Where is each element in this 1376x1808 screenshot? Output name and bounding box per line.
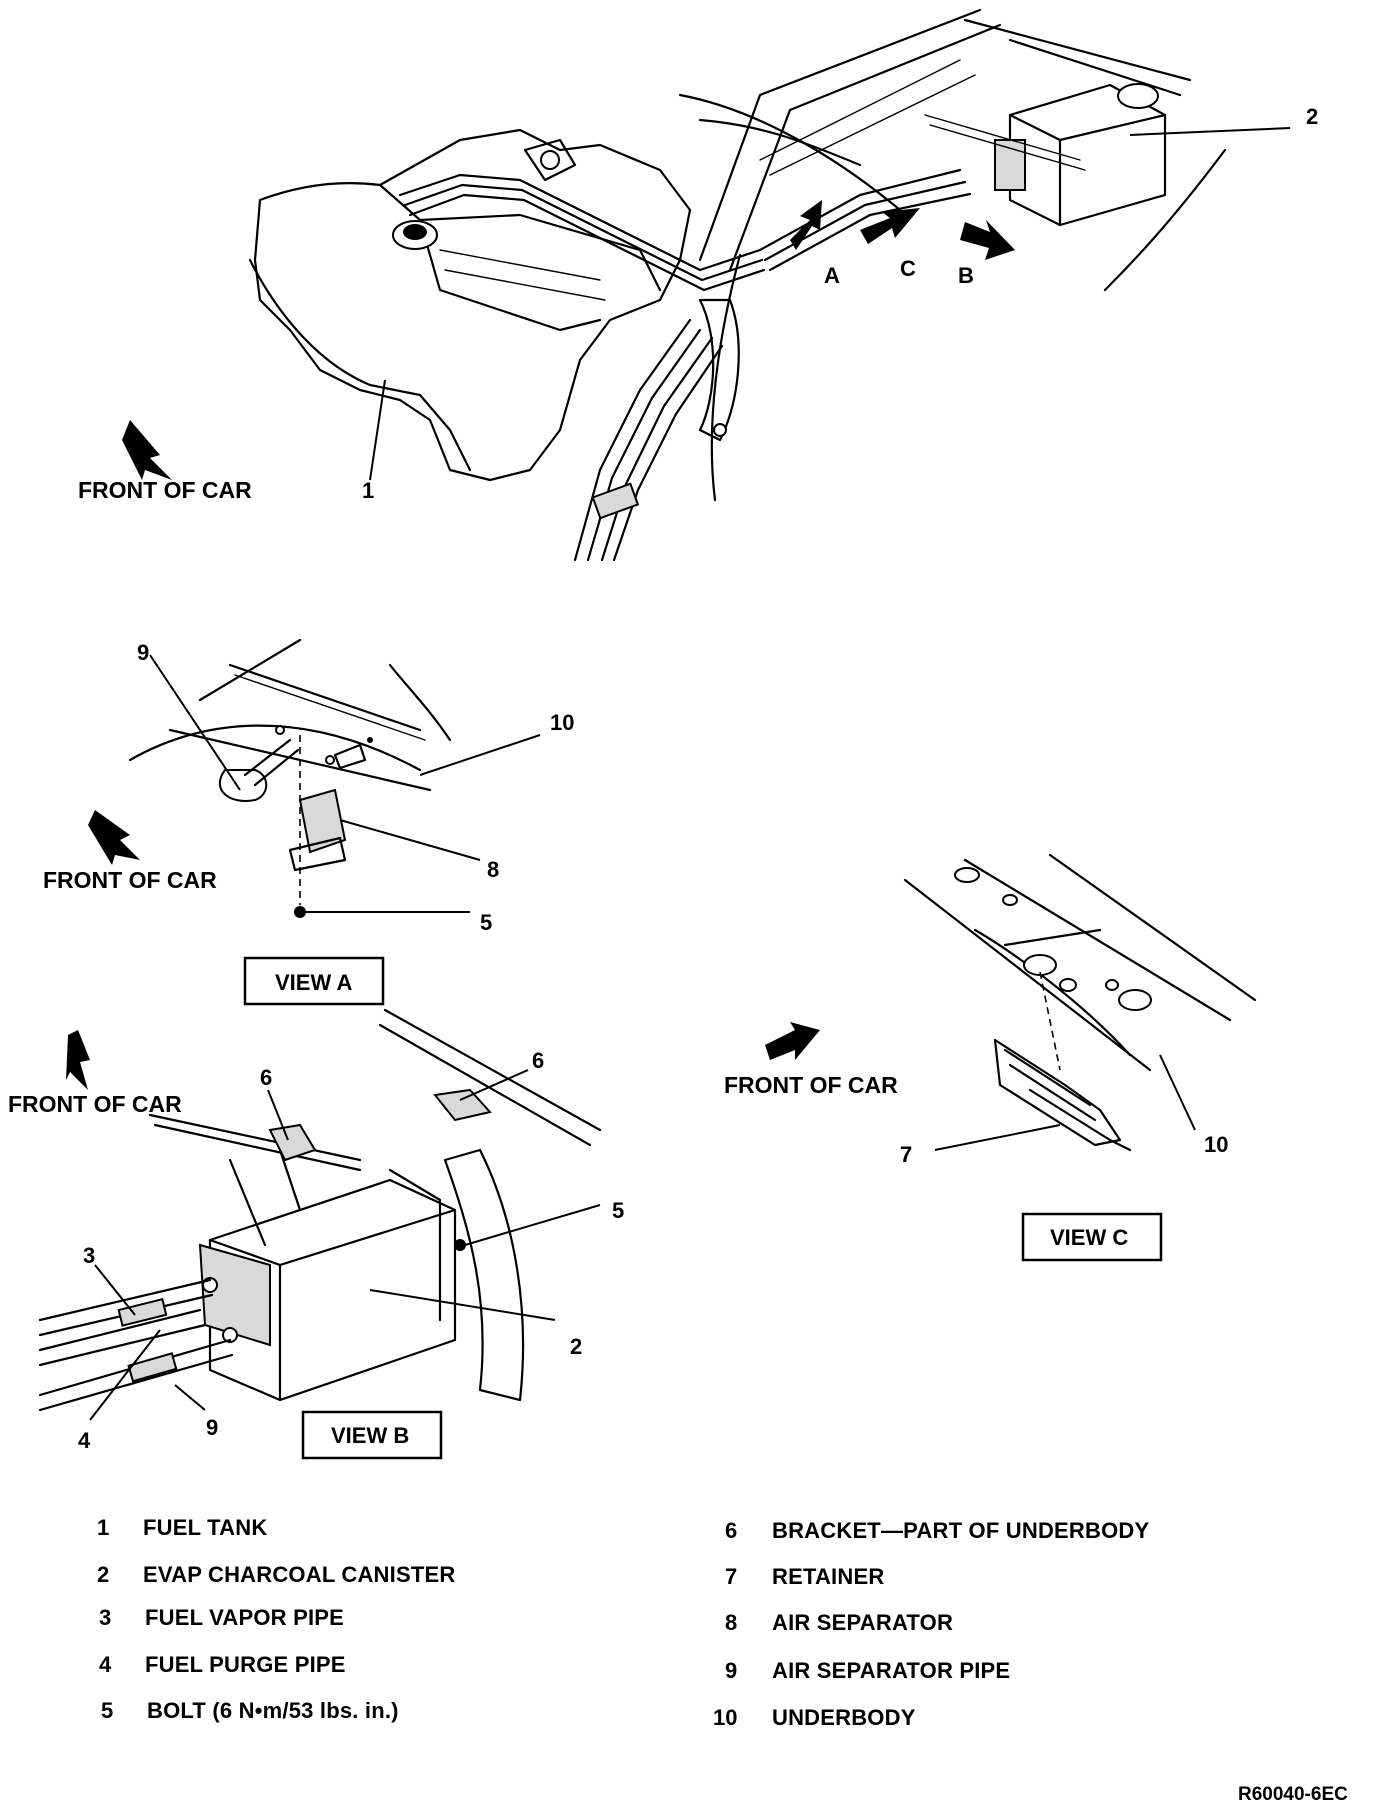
legend-num: 10 (713, 1705, 737, 1730)
legend-text: UNDERBODY (772, 1705, 916, 1730)
front-arrow-view-a-icon (88, 810, 140, 865)
legend-num: 5 (101, 1698, 113, 1723)
callout-7: 7 (900, 1142, 912, 1167)
callout-9: 9 (206, 1415, 218, 1440)
front-arrow-view-c-icon (765, 1022, 820, 1060)
callout-5: 5 (612, 1198, 624, 1223)
labels: FRONT OF CAR FRONT OF CAR FRONT OF CAR F… (8, 104, 1348, 1805)
view-c-label-box (1021, 1212, 1163, 1262)
view-a (88, 638, 541, 1006)
view-a-arrow-icon (790, 200, 822, 250)
legend-text: AIR SEPARATOR (772, 1610, 953, 1635)
main-view (122, 8, 1291, 562)
front-of-car-label: FRONT OF CAR (43, 867, 217, 893)
arrow-letter-b: B (958, 263, 974, 288)
legend-num: 8 (725, 1610, 737, 1635)
front-arrow-view-b-icon (66, 1030, 90, 1090)
legend-text: EVAP CHARCOAL CANISTER (143, 1562, 455, 1587)
reference-code: R60040-6EC (1238, 1784, 1348, 1805)
front-of-car-label: FRONT OF CAR (78, 477, 252, 503)
evap-canister-main-drawing (924, 83, 1167, 227)
legend-text: FUEL VAPOR PIPE (145, 1605, 344, 1630)
legend-num: 9 (725, 1658, 737, 1683)
legend-num: 4 (99, 1652, 112, 1677)
callout-4: 4 (78, 1428, 91, 1453)
front-of-car-label: FRONT OF CAR (724, 1072, 898, 1098)
view-a-title: VIEW A (275, 970, 353, 995)
callout-5: 5 (480, 910, 492, 935)
legend-num: 1 (97, 1515, 109, 1540)
legend-num: 6 (725, 1518, 737, 1543)
callout-3: 3 (83, 1243, 95, 1268)
callout-6: 6 (260, 1065, 272, 1090)
callout-2: 2 (570, 1334, 582, 1359)
view-c-arrow-icon (860, 208, 920, 244)
callout-1: 1 (362, 478, 374, 503)
legend-text: AIR SEPARATOR PIPE (772, 1658, 1010, 1683)
view-c-title: VIEW C (1050, 1225, 1128, 1250)
legend-num: 3 (99, 1605, 111, 1630)
view-a-label-box (243, 956, 385, 1006)
callout-10: 10 (550, 710, 574, 735)
legend-text: BRACKET—PART OF UNDERBODY (772, 1518, 1149, 1543)
callout-10: 10 (1204, 1132, 1228, 1157)
callout-9: 9 (137, 640, 149, 665)
legend-text: FUEL PURGE PIPE (145, 1652, 346, 1677)
fuel-tank-drawing (248, 128, 766, 482)
view-b-title: VIEW B (331, 1423, 409, 1448)
legend: 1 FUEL TANK 2 EVAP CHARCOAL CANISTER 3 F… (97, 1515, 1149, 1730)
front-of-car-label: FRONT OF CAR (8, 1091, 182, 1117)
legend-text: BOLT (6 N•m/53 lbs. in.) (147, 1698, 399, 1723)
callout-2: 2 (1306, 104, 1318, 129)
legend-num: 2 (97, 1562, 109, 1587)
callout-8: 8 (487, 857, 499, 882)
legend-num: 7 (725, 1564, 737, 1589)
arrow-letter-a: A (824, 263, 840, 288)
callout-6: 6 (532, 1048, 544, 1073)
legend-text: FUEL TANK (143, 1515, 267, 1540)
front-arrow-main-icon (122, 420, 172, 480)
view-b (38, 1008, 602, 1460)
legend-text: RETAINER (772, 1564, 884, 1589)
view-b-arrow-icon (960, 220, 1015, 260)
view-c (765, 853, 1257, 1262)
view-b-label-box (301, 1410, 443, 1460)
arrow-letter-c: C (900, 256, 916, 281)
